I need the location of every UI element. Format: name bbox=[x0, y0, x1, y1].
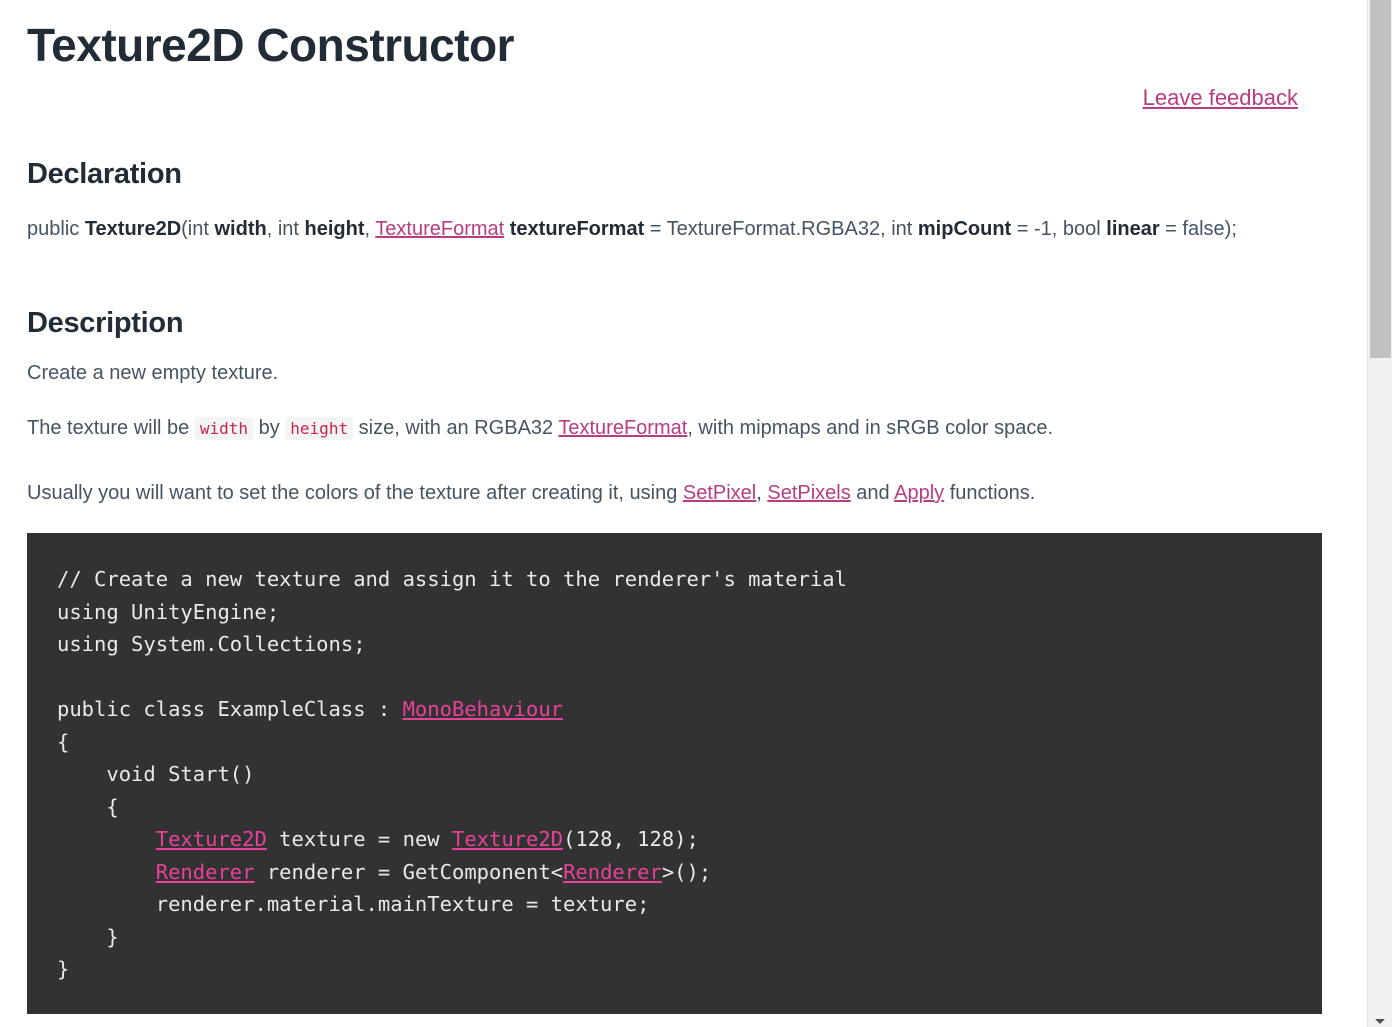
code-line: // Create a new texture and assign it to… bbox=[57, 567, 847, 591]
vertical-scrollbar[interactable] bbox=[1367, 0, 1392, 1027]
code-line: texture = new bbox=[266, 827, 452, 851]
code-indent bbox=[57, 860, 156, 884]
renderer-link[interactable]: Renderer bbox=[563, 859, 662, 884]
sig-text: , int bbox=[266, 218, 305, 240]
code-line: (128, 128); bbox=[563, 827, 699, 851]
desc-text: size, with an RGBA32 bbox=[353, 417, 559, 439]
param-mipcount: mipCount bbox=[917, 218, 1012, 240]
code-line: using UnityEngine; bbox=[57, 599, 280, 624]
code-line: >(); bbox=[661, 859, 712, 884]
setpixels-link[interactable]: SetPixels bbox=[767, 482, 851, 504]
desc-text: The texture will be bbox=[27, 417, 195, 439]
code-example: // Create a new texture and assign it to… bbox=[27, 533, 1322, 1014]
code-text: // Create a new texture and assign it to… bbox=[57, 563, 1292, 986]
texture2d-link[interactable]: Texture2D bbox=[451, 827, 564, 851]
declaration-heading: Declaration bbox=[27, 158, 182, 190]
code-line: public class ExampleClass : bbox=[57, 697, 403, 721]
declaration-signature: public Texture2D(int width, int height, … bbox=[27, 216, 1237, 242]
scroll-down-arrow-icon[interactable] bbox=[1375, 1019, 1385, 1024]
desc-text: Usually you will want to set the colors … bbox=[27, 482, 683, 504]
inline-code-width: width bbox=[194, 417, 254, 440]
monobehaviour-link[interactable]: MonoBehaviour bbox=[402, 697, 564, 721]
sig-text: public bbox=[27, 218, 85, 240]
desc-text: functions. bbox=[944, 482, 1036, 504]
texture2d-link[interactable]: Texture2D bbox=[155, 827, 267, 851]
code-line: void Start() bbox=[57, 762, 255, 786]
description-line: Usually you will want to set the colors … bbox=[27, 480, 1035, 506]
apply-link[interactable]: Apply bbox=[894, 482, 945, 504]
sig-name: Texture2D bbox=[84, 218, 182, 240]
inline-code-height: height bbox=[285, 417, 354, 440]
scrollbar-thumb[interactable] bbox=[1370, 0, 1391, 358]
param-width: width bbox=[214, 218, 267, 240]
desc-text: and bbox=[850, 482, 895, 504]
sig-text: = TextureFormat.RGBA32, int bbox=[644, 218, 918, 240]
page-title: Texture2D Constructor bbox=[27, 19, 515, 71]
code-indent bbox=[57, 827, 156, 851]
code-line: renderer = GetComponent< bbox=[254, 859, 564, 884]
code-line: } bbox=[57, 957, 70, 981]
sig-text: = -1, bool bbox=[1011, 218, 1107, 240]
description-line: The texture will be width by height size… bbox=[27, 415, 1053, 442]
code-line: } bbox=[57, 924, 119, 949]
desc-text: by bbox=[253, 417, 286, 439]
desc-text: , with mipmaps and in sRGB color space. bbox=[687, 417, 1054, 439]
leave-feedback-link[interactable]: Leave feedback bbox=[1142, 85, 1298, 110]
param-height: height bbox=[304, 218, 365, 240]
textureformat-link[interactable]: TextureFormat bbox=[375, 218, 505, 240]
description-heading: Description bbox=[27, 307, 184, 339]
sig-text: (int bbox=[181, 218, 215, 240]
sig-text: = false); bbox=[1159, 218, 1237, 240]
textureformat-link[interactable]: TextureFormat bbox=[558, 417, 688, 439]
code-line: { bbox=[57, 794, 119, 819]
param-linear: linear bbox=[1106, 218, 1160, 240]
setpixel-link[interactable]: SetPixel bbox=[682, 482, 757, 504]
description-line: Create a new empty texture. bbox=[27, 362, 279, 384]
code-line: using System.Collections; bbox=[57, 632, 366, 656]
renderer-link[interactable]: Renderer bbox=[155, 859, 255, 884]
code-line: { bbox=[57, 729, 70, 754]
sig-text: , bbox=[364, 218, 376, 240]
code-line: renderer.material.mainTexture = texture; bbox=[57, 892, 650, 916]
param-textureformat: textureFormat bbox=[509, 218, 645, 240]
desc-text: , bbox=[756, 482, 768, 504]
